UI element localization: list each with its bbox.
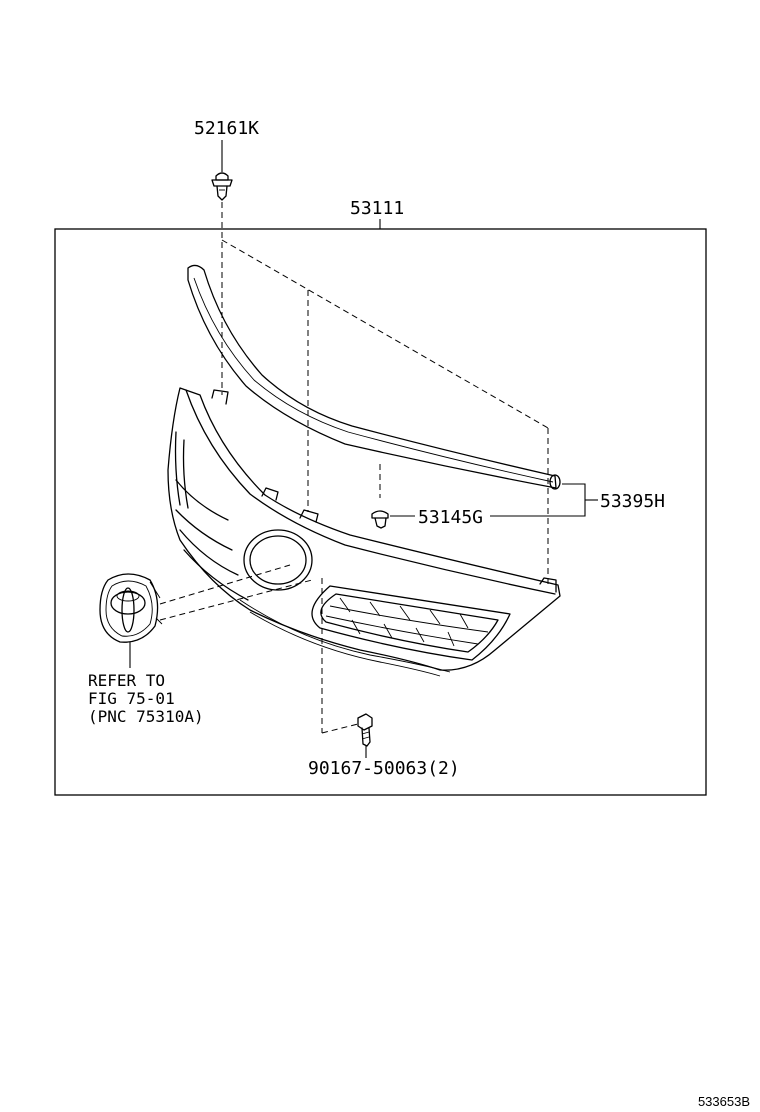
label-90167-50063[interactable]: 90167-50063(2) [308,758,460,779]
label-52161K[interactable]: 52161K [194,118,259,139]
grille-body [167,387,561,677]
label-53145G[interactable]: 53145G [418,507,483,528]
upper-molding [187,264,561,490]
label-53395H[interactable]: 53395H [600,491,665,512]
refer-line-3: (PNC 75310A) [88,707,204,726]
screw-icon [357,713,373,747]
toyota-emblem-icon [99,573,163,643]
label-53111[interactable]: 53111 [350,198,404,219]
figure-id: 533653B [698,1094,750,1109]
clip-molding-icon [371,510,389,529]
clip-icon [211,172,233,201]
refer-line-1: REFER TO [88,671,165,690]
refer-line-2: FIG 75-01 [88,689,175,708]
alignment-lines [159,202,549,734]
leader-53395H [490,483,586,517]
